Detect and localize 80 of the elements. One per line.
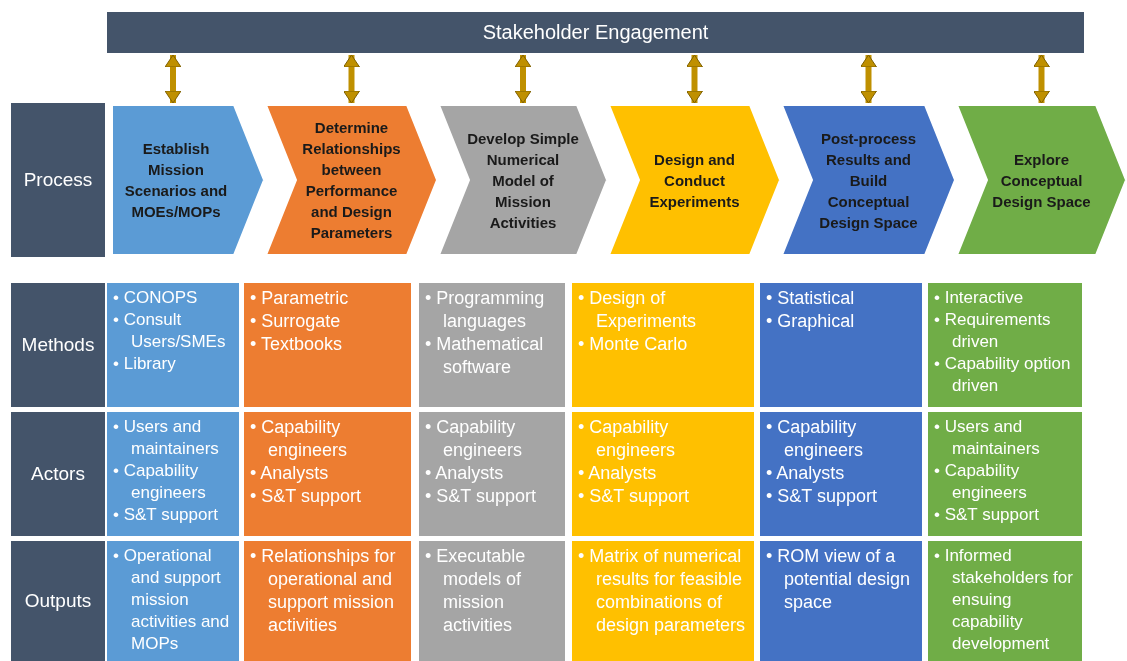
bullet-item: • S&T support — [250, 485, 363, 508]
bullet-item: • Parametric — [250, 287, 350, 310]
process-step — [439, 105, 607, 255]
bullet-item: • Matrix of numerical results for feasible combinations of design parameters — [578, 545, 747, 637]
bullet-item: • Users and maintainers — [113, 416, 220, 460]
bullet-item: • Analysts — [250, 462, 330, 485]
table-cell — [107, 541, 239, 661]
double-arrow — [686, 54, 703, 104]
bullet-item: • Analysts — [425, 462, 505, 485]
table-cell — [419, 541, 565, 661]
table-cell — [107, 412, 239, 536]
bullet-item: • S&T support — [766, 485, 879, 508]
bullet-item: • Capability engineers — [578, 416, 677, 462]
table-cell — [244, 412, 411, 536]
bullet-item: • Capability engineers — [766, 416, 865, 462]
process-step — [957, 105, 1126, 255]
bullet-item: • Capability engineers — [250, 416, 349, 462]
bullet-item: • ROM view of a potential design space — [766, 545, 912, 614]
bullet-item: • Capability option driven — [934, 353, 1072, 397]
bullet-item: • Requirements driven — [934, 309, 1052, 353]
bullet-item: • Consult Users/SMEs — [113, 309, 227, 353]
bullet-item: • Surrogate — [250, 310, 342, 333]
table-cell — [244, 541, 411, 661]
bullet-item: • Operational and support mission activities and MOPs — [113, 545, 231, 655]
double-arrow — [1033, 54, 1050, 104]
bullet-item: • CONOPS — [113, 287, 199, 309]
bullet-item: • S&T support — [425, 485, 538, 508]
bullet-item: • Library — [113, 353, 177, 375]
row-header: Methods — [11, 283, 105, 407]
bullet-item: • Interactive — [934, 287, 1025, 309]
table-cell — [928, 283, 1082, 407]
bullet-item: • Graphical — [766, 310, 856, 333]
bullet-item: • S&T support — [113, 504, 219, 526]
step-title: Post-process Results and Build Conceptual Design Space — [818, 128, 919, 233]
step-title: Develop Simple Numerical Model of Mission Activities — [467, 128, 579, 233]
bullet-item: • Capability engineers — [425, 416, 524, 462]
bullet-item: • S&T support — [578, 485, 691, 508]
step-title: Explore Conceptual Design Space — [991, 149, 1092, 212]
double-arrow — [514, 54, 532, 104]
table-cell — [572, 283, 754, 407]
bullet-item: • Users and maintainers — [934, 416, 1041, 460]
bullet-item: • Analysts — [578, 462, 658, 485]
table-cell — [419, 283, 565, 407]
process-step — [609, 105, 780, 255]
table-cell — [419, 412, 565, 536]
double-arrow — [860, 54, 877, 104]
table-cell — [928, 412, 1082, 536]
process-step — [782, 105, 955, 255]
bullet-item: • S&T support — [934, 504, 1040, 526]
banner-bar: Stakeholder Engagement — [107, 12, 1084, 53]
row-header: Process — [11, 103, 105, 257]
bullet-item: • Capability engineers — [113, 460, 207, 504]
process-step — [266, 105, 437, 255]
bullet-item: • Informed stakeholders for ensuing capability development — [934, 545, 1074, 655]
double-arrow — [164, 54, 182, 104]
table-cell — [572, 412, 754, 536]
bullet-item: • Statistical — [766, 287, 856, 310]
bullet-item: • Monte Carlo — [578, 333, 689, 356]
table-cell — [244, 283, 411, 407]
step-title: Determine Relationships between Performance and Design Parameters — [301, 118, 402, 243]
table-cell — [928, 541, 1082, 661]
step-title: Establish Mission Scenarios and MOEs/MOPs — [123, 139, 229, 222]
bullet-item: • Textbooks — [250, 333, 344, 356]
bullet-item: • Relationships for operational and support mission activities — [250, 545, 397, 637]
table-cell — [572, 541, 754, 661]
double-arrow — [343, 54, 360, 104]
table-cell — [760, 283, 922, 407]
bullet-item: • Executable models of mission activities — [425, 545, 527, 637]
step-title: Design and Conduct Experiments — [648, 149, 741, 212]
table-cell — [107, 283, 239, 407]
bullet-item: • Analysts — [766, 462, 846, 485]
table-cell — [760, 412, 922, 536]
bullet-item: • Capability engineers — [934, 460, 1028, 504]
row-header: Actors — [11, 412, 105, 536]
table-cell — [760, 541, 922, 661]
bullet-item: • Mathematical software — [425, 333, 545, 379]
process-step — [112, 105, 264, 255]
row-header: Outputs — [11, 541, 105, 661]
bullet-item: • Programming languages — [425, 287, 546, 333]
bullet-item: • Design of Experiments — [578, 287, 698, 333]
